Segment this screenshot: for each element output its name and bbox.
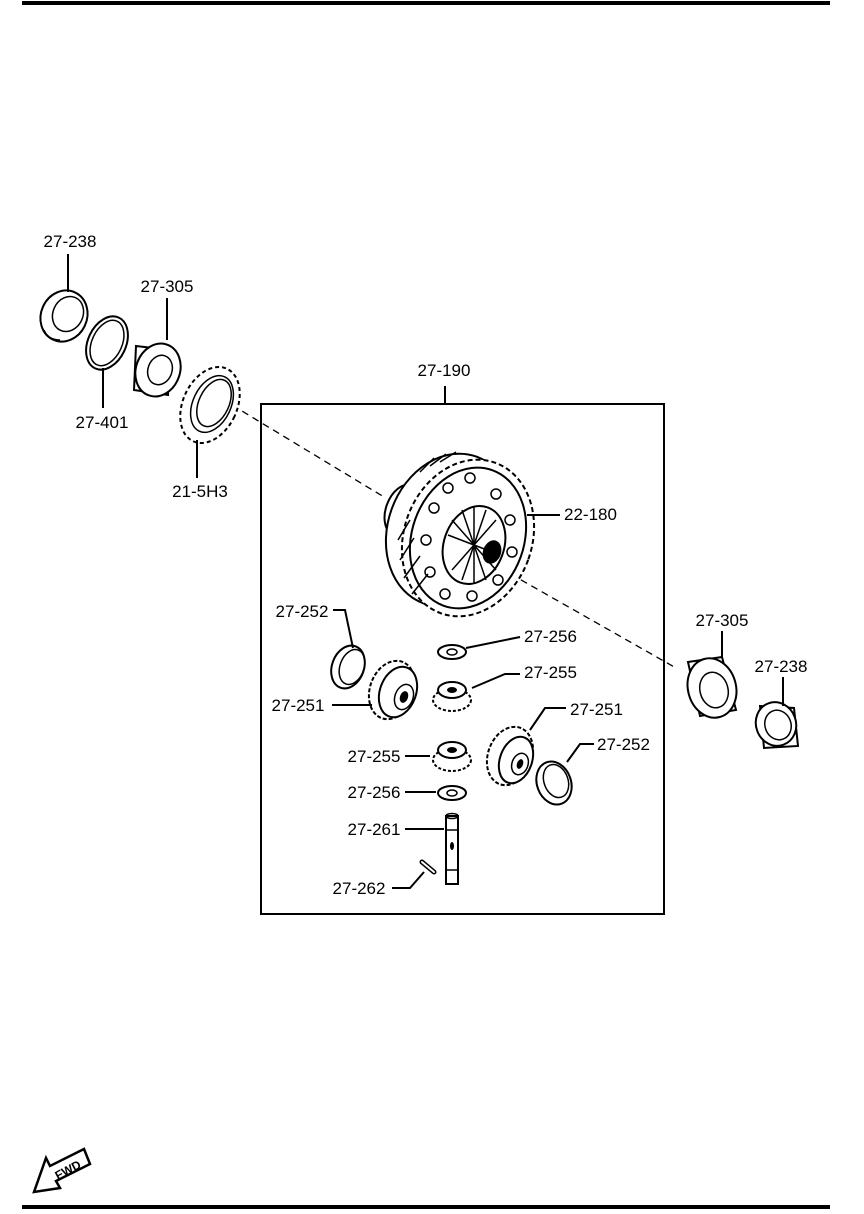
pinion-gear-upper-label: 27-255	[524, 663, 577, 682]
side-gear-lower-label: 27-251	[570, 700, 623, 719]
side-gear-washer-upper-part	[330, 644, 366, 690]
assembly-label: 27-190	[418, 361, 471, 380]
seal-left-part	[39, 289, 89, 343]
ring-gear-case-label: 22-180	[564, 505, 617, 524]
speedo-gear-part	[179, 365, 241, 445]
side-gear-upper-part	[367, 659, 419, 721]
pinion-gear-lower-part	[432, 741, 472, 772]
axis-line-left	[231, 404, 385, 498]
side-gear-washer-lower-label: 27-252	[597, 735, 650, 754]
ring-gear-case-part	[383, 451, 536, 618]
bearing-right-part	[686, 655, 738, 719]
bearing-left-label: 27-305	[141, 277, 194, 296]
axis-line-right	[499, 567, 677, 669]
seal-right-label: 27-238	[755, 657, 808, 676]
pinion-gear-upper-leader	[471, 673, 520, 689]
pinion-gear-lower-label: 27-255	[348, 747, 401, 766]
pinion-washer-lower-hole	[446, 789, 458, 797]
pinion-gear-upper-part	[432, 681, 472, 712]
fwd-arrow-icon: FWD	[32, 1147, 92, 1194]
shim-ring-part	[85, 315, 129, 371]
lock-pin-label: 27-262	[333, 879, 386, 898]
side-gear-washer-lower-leader	[566, 743, 594, 763]
seal-right-part	[754, 701, 800, 750]
pinion-washer-upper-leader	[465, 636, 521, 649]
side-gear-washer-upper-leader	[333, 609, 354, 649]
pinion-washer-upper-label: 27-256	[524, 627, 577, 646]
side-gear-lower-part	[485, 725, 535, 787]
pinion-shaft-part	[445, 812, 459, 885]
speedo-gear-label: 21-5H3	[172, 482, 228, 501]
pinion-shaft-label: 27-261	[348, 820, 401, 839]
pinion-washer-upper-part	[437, 644, 467, 660]
lock-pin-leader	[392, 871, 425, 889]
lock-pin-part	[419, 859, 437, 875]
side-gear-washer-upper-label: 27-252	[276, 602, 329, 621]
bearing-left-part	[132, 342, 182, 398]
pinion-washer-lower-part	[437, 785, 467, 801]
seal-left-label: 27-238	[44, 232, 97, 251]
side-gear-washer-lower-part	[535, 760, 573, 806]
pinion-washer-lower-label: 27-256	[348, 783, 401, 802]
side-gear-upper-label: 27-251	[272, 696, 325, 715]
side-gear-lower-leader	[529, 707, 566, 731]
pinion-washer-upper-hole	[446, 648, 458, 656]
assembly-box	[260, 403, 665, 915]
bearing-right-label: 27-305	[696, 611, 749, 630]
shim-ring-label: 27-401	[76, 413, 129, 432]
